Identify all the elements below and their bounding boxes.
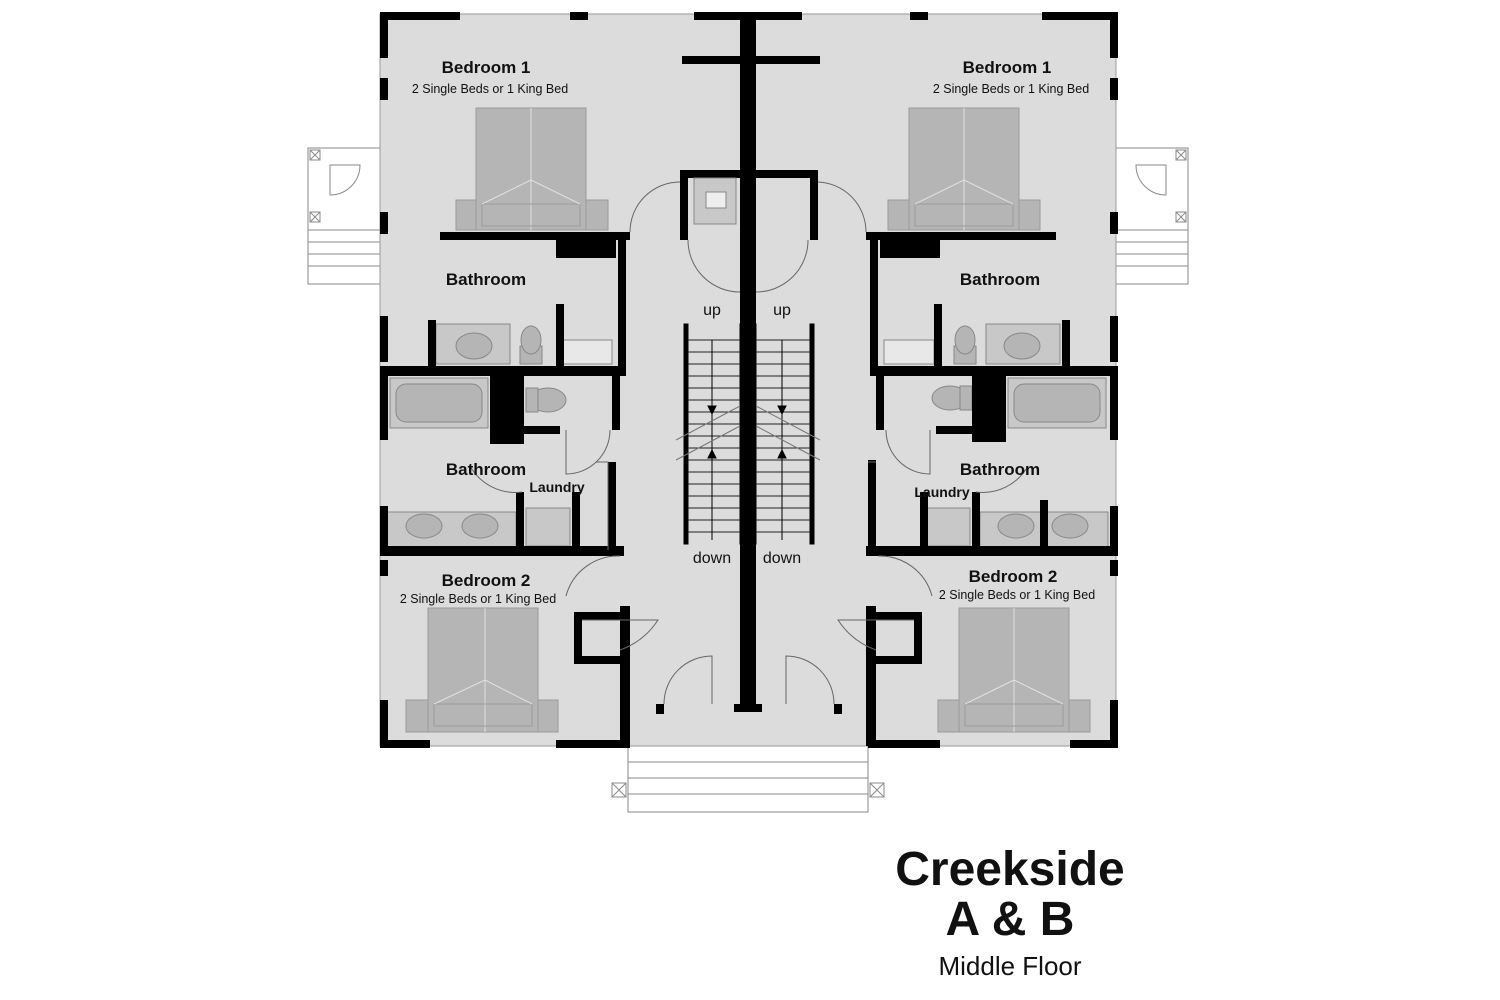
right-bathroom-upper-title: Bathroom <box>960 270 1040 289</box>
left-balcony <box>307 147 381 285</box>
left-bathroom-upper-title: Bathroom <box>446 270 526 289</box>
title-line-2: A & B <box>945 893 1075 946</box>
left-laundry-label: Laundry <box>529 479 584 495</box>
entry-steps <box>611 745 885 813</box>
left-upper-sink <box>455 332 493 360</box>
right-upper-shower-grate <box>883 339 935 365</box>
right-lower-sink-2 <box>1051 513 1089 539</box>
left-bedroom2-beds: 2 Single Beds or 1 King Bed <box>400 592 556 606</box>
right-bedroom1-title: Bedroom 1 <box>963 58 1052 77</box>
right-laundry-unit <box>925 507 971 547</box>
right-laundry-label: Laundry <box>914 484 969 500</box>
left-stair-up-label: up <box>703 302 721 319</box>
right-bedroom2-beds: 2 Single Beds or 1 King Bed <box>939 588 1095 602</box>
door-swings <box>469 181 1029 705</box>
entry-landing <box>630 716 870 746</box>
stair-rail <box>809 323 815 545</box>
left-upper-shower-grate <box>561 339 613 365</box>
right-stair-down-label: down <box>763 550 801 567</box>
left-lower-sink-2 <box>461 513 499 539</box>
left-laundry-unit <box>525 507 571 547</box>
left-bedroom1-beds: 2 Single Beds or 1 King Bed <box>412 82 568 96</box>
party-wall <box>740 12 756 712</box>
right-upper-sink <box>1003 332 1041 360</box>
left-stair-down-label: down <box>693 550 731 567</box>
title-line-1: Creekside <box>895 843 1125 896</box>
right-bedroom1-beds: 2 Single Beds or 1 King Bed <box>933 82 1089 96</box>
floor-subtitle: Middle Floor <box>938 951 1082 981</box>
bed-right-bedroom2 <box>937 607 1091 733</box>
right-balcony <box>1115 147 1189 285</box>
left-bedroom2-title: Bedroom 2 <box>442 571 531 590</box>
bed-right-bedroom1 <box>887 107 1041 231</box>
left-bathroom-lower-title: Bathroom <box>446 460 526 479</box>
bed-left-bedroom1 <box>455 107 609 231</box>
left-bedroom1-title: Bedroom 1 <box>442 58 531 77</box>
left-bath-fixtures <box>385 323 613 549</box>
left-upper-toilet <box>520 325 542 355</box>
right-stair-up-label: up <box>773 302 791 319</box>
right-lower-sink-1 <box>997 513 1035 539</box>
walls <box>380 12 1118 748</box>
bed-left-bedroom2 <box>405 607 559 733</box>
left-lower-sink-1 <box>405 513 443 539</box>
right-upper-toilet <box>954 325 976 355</box>
right-bedroom2-title: Bedroom 2 <box>969 567 1058 586</box>
right-bathroom-lower-title: Bathroom <box>960 460 1040 479</box>
title-block: Creekside A & B Middle Floor <box>860 845 1160 983</box>
